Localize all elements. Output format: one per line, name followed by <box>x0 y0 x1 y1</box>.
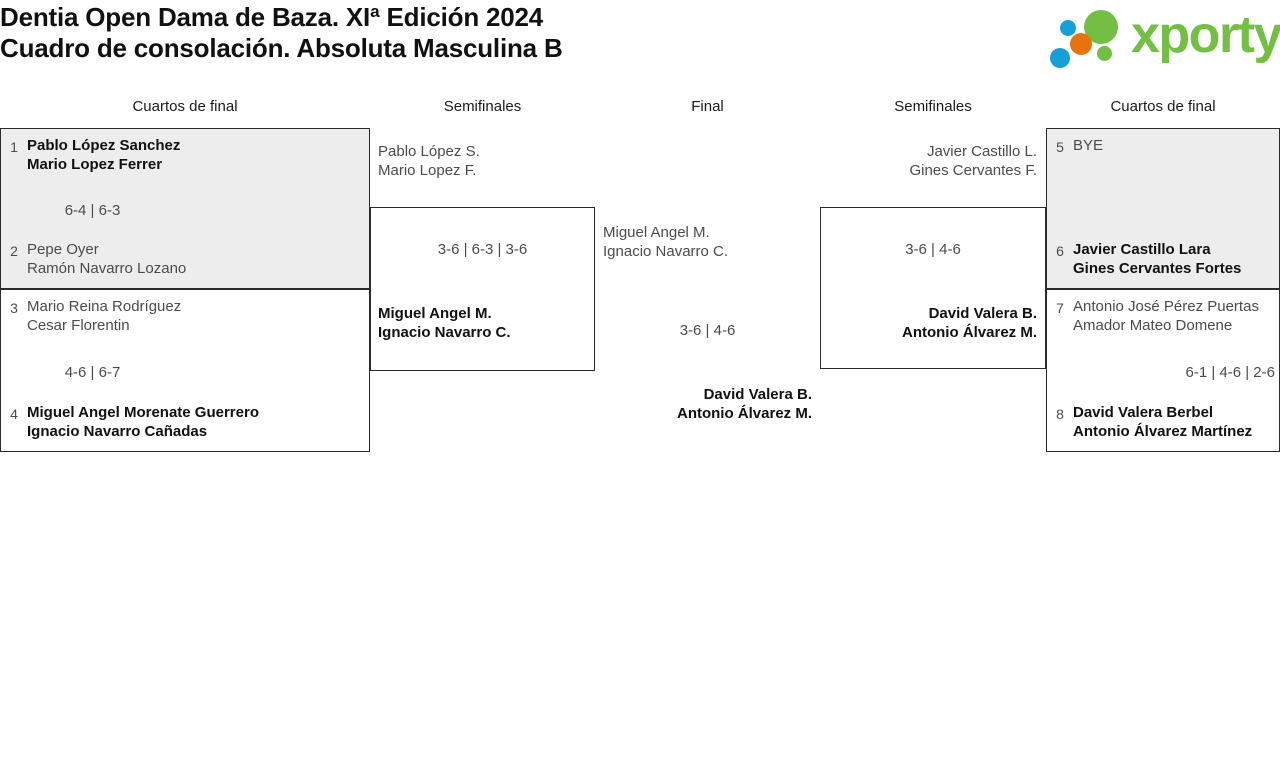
match-slot-top[interactable]: 1 Pablo López Sanchez Mario Lopez Ferrer <box>1 129 369 174</box>
player-name-1: David Valera Berbel <box>1073 404 1214 421</box>
match-slot-bottom[interactable]: 4 Miguel Angel Morenate Guerrero Ignacio… <box>1 396 369 441</box>
player-name-1: David Valera B. <box>703 386 812 403</box>
player-name-2: Ignacio Navarro Cañadas <box>27 423 208 440</box>
player-name-2: Antonio Álvarez M. <box>901 324 1037 341</box>
sf-right-team-top[interactable]: Javier Castillo L. Gines Cervantes F. <box>820 142 1046 180</box>
team-names: Miguel Angel Morenate Guerrero Ignacio N… <box>27 396 259 441</box>
team-names: Antonio José Pérez Puertas Amador Mateo … <box>1073 290 1259 335</box>
team-names: Javier Castillo Lara Gines Cervantes For… <box>1073 233 1241 278</box>
seed-number: 7 <box>1056 300 1064 316</box>
xporty-logo[interactable]: xporty <box>1046 6 1280 68</box>
player-name-1: Miguel Angel M. <box>378 305 492 322</box>
match-card-qf-right-1[interactable]: 5 BYE 6 Javier Castillo Lara Gines Cerva… <box>1046 128 1280 289</box>
sf-left-team-bottom[interactable]: Miguel Angel M. Ignacio Navarro C. <box>370 304 595 342</box>
player-name-1: Javier Castillo Lara <box>1073 241 1211 258</box>
final-score: 3-6 | 4-6 <box>679 322 736 339</box>
player-name-2: Antonio Álvarez Martínez <box>1073 423 1253 440</box>
sf-left-team-top[interactable]: Pablo López S. Mario Lopez F. <box>370 142 595 180</box>
seed-number: 3 <box>10 300 18 316</box>
seed-number: 1 <box>10 139 18 155</box>
team-names: Mario Reina Rodríguez Cesar Florentin <box>27 290 181 335</box>
match-card-sf-right[interactable] <box>820 207 1046 369</box>
player-name-2: Cesar Florentin <box>27 317 130 334</box>
player-name-1: Javier Castillo L. <box>926 143 1037 160</box>
logo-dot-blue-top <box>1060 20 1076 36</box>
final-winner[interactable]: David Valera B. Antonio Álvarez M. <box>595 385 820 423</box>
player-name-2: Gines Cervantes F. <box>909 162 1037 179</box>
round-header-final: Final <box>691 98 724 115</box>
match-score: 6-1 | 4-6 | 2-6 <box>1185 364 1275 381</box>
round-header-semifinals-right: Semifinales <box>894 98 972 115</box>
logo-wordmark: xporty <box>1131 6 1280 64</box>
round-header-quarterfinals-left: Cuartos de final <box>132 98 238 115</box>
match-card-qf-left-1[interactable]: 1 Pablo López Sanchez Mario Lopez Ferrer… <box>0 128 370 289</box>
player-name-1: Antonio José Pérez Puertas <box>1073 298 1259 315</box>
player-name-1: David Valera B. <box>928 305 1037 322</box>
player-name-1: Mario Reina Rodríguez <box>27 298 182 315</box>
player-name-1: Pablo López Sanchez <box>27 137 181 154</box>
player-name-1: Pablo López S. <box>378 143 480 160</box>
player-name-1: Miguel Angel Morenate Guerrero <box>27 404 259 421</box>
round-header-quarterfinals-right: Cuartos de final <box>1110 98 1216 115</box>
match-card-qf-right-2[interactable]: 7 Antonio José Pérez Puertas Amador Mate… <box>1046 289 1280 452</box>
final-team-left[interactable]: Miguel Angel M. Ignacio Navarro C. <box>595 223 820 261</box>
team-names: BYE <box>1073 129 1103 155</box>
team-names: Pepe Oyer Ramón Navarro Lozano <box>27 233 186 278</box>
match-slot-top[interactable]: 7 Antonio José Pérez Puertas Amador Mate… <box>1047 290 1279 335</box>
match-slot-bottom[interactable]: 2 Pepe Oyer Ramón Navarro Lozano <box>1 233 369 278</box>
player-name-1: Miguel Angel M. <box>603 224 710 241</box>
logo-dot-orange <box>1070 33 1092 55</box>
match-slot-top[interactable]: 5 BYE <box>1047 129 1279 156</box>
logo-dot-green-small <box>1097 46 1112 61</box>
match-slot-bottom[interactable]: 6 Javier Castillo Lara Gines Cervantes F… <box>1047 233 1279 278</box>
team-names: Pablo López Sanchez Mario Lopez Ferrer <box>27 129 180 174</box>
title-line-1: Dentia Open Dama de Baza. XIª Edición 20… <box>0 2 544 32</box>
player-name-2: Mario Lopez Ferrer <box>27 156 163 173</box>
player-name-2: Gines Cervantes Fortes <box>1073 260 1242 277</box>
round-header-semifinals-left: Semifinales <box>443 98 522 115</box>
page-title: Dentia Open Dama de Baza. XIª Edición 20… <box>0 2 563 64</box>
player-name-1: Pepe Oyer <box>27 241 99 258</box>
match-slot-top[interactable]: 3 Mario Reina Rodríguez Cesar Florentin <box>1 290 369 335</box>
match-card-sf-left[interactable] <box>370 207 595 371</box>
seed-number: 2 <box>10 243 18 259</box>
player-name-2: Ignacio Navarro C. <box>378 324 511 341</box>
player-name-2: Mario Lopez F. <box>378 162 477 179</box>
player-name-2: Ignacio Navarro C. <box>603 243 729 260</box>
player-name-2: Amador Mateo Domene <box>1073 317 1233 334</box>
title-line-2: Cuadro de consolación. Absoluta Masculin… <box>0 33 563 63</box>
sf-right-score: 3-6 | 4-6 <box>905 241 961 258</box>
player-name-2: Antonio Álvarez M. <box>676 405 812 422</box>
seed-number: 5 <box>1056 139 1064 155</box>
team-names: David Valera Berbel Antonio Álvarez Mart… <box>1073 396 1252 441</box>
logo-dot-blue-bottom <box>1050 48 1070 68</box>
seed-number: 4 <box>10 406 18 422</box>
match-score: 6-4 | 6-3 <box>64 202 121 219</box>
logo-dots-icon <box>1050 10 1136 68</box>
match-card-qf-left-2[interactable]: 3 Mario Reina Rodríguez Cesar Florentin … <box>0 289 370 452</box>
sf-left-score: 3-6 | 6-3 | 3-6 <box>437 241 528 258</box>
page-header: Dentia Open Dama de Baza. XIª Edición 20… <box>0 0 1280 92</box>
player-name-1: BYE <box>1073 137 1104 154</box>
seed-number: 8 <box>1056 406 1064 422</box>
seed-number: 6 <box>1056 243 1064 259</box>
match-score: 4-6 | 6-7 <box>64 364 121 381</box>
match-slot-bottom[interactable]: 8 David Valera Berbel Antonio Álvarez Ma… <box>1047 396 1279 441</box>
sf-right-team-bottom[interactable]: David Valera B. Antonio Álvarez M. <box>820 304 1046 342</box>
player-name-2: Ramón Navarro Lozano <box>27 260 187 277</box>
